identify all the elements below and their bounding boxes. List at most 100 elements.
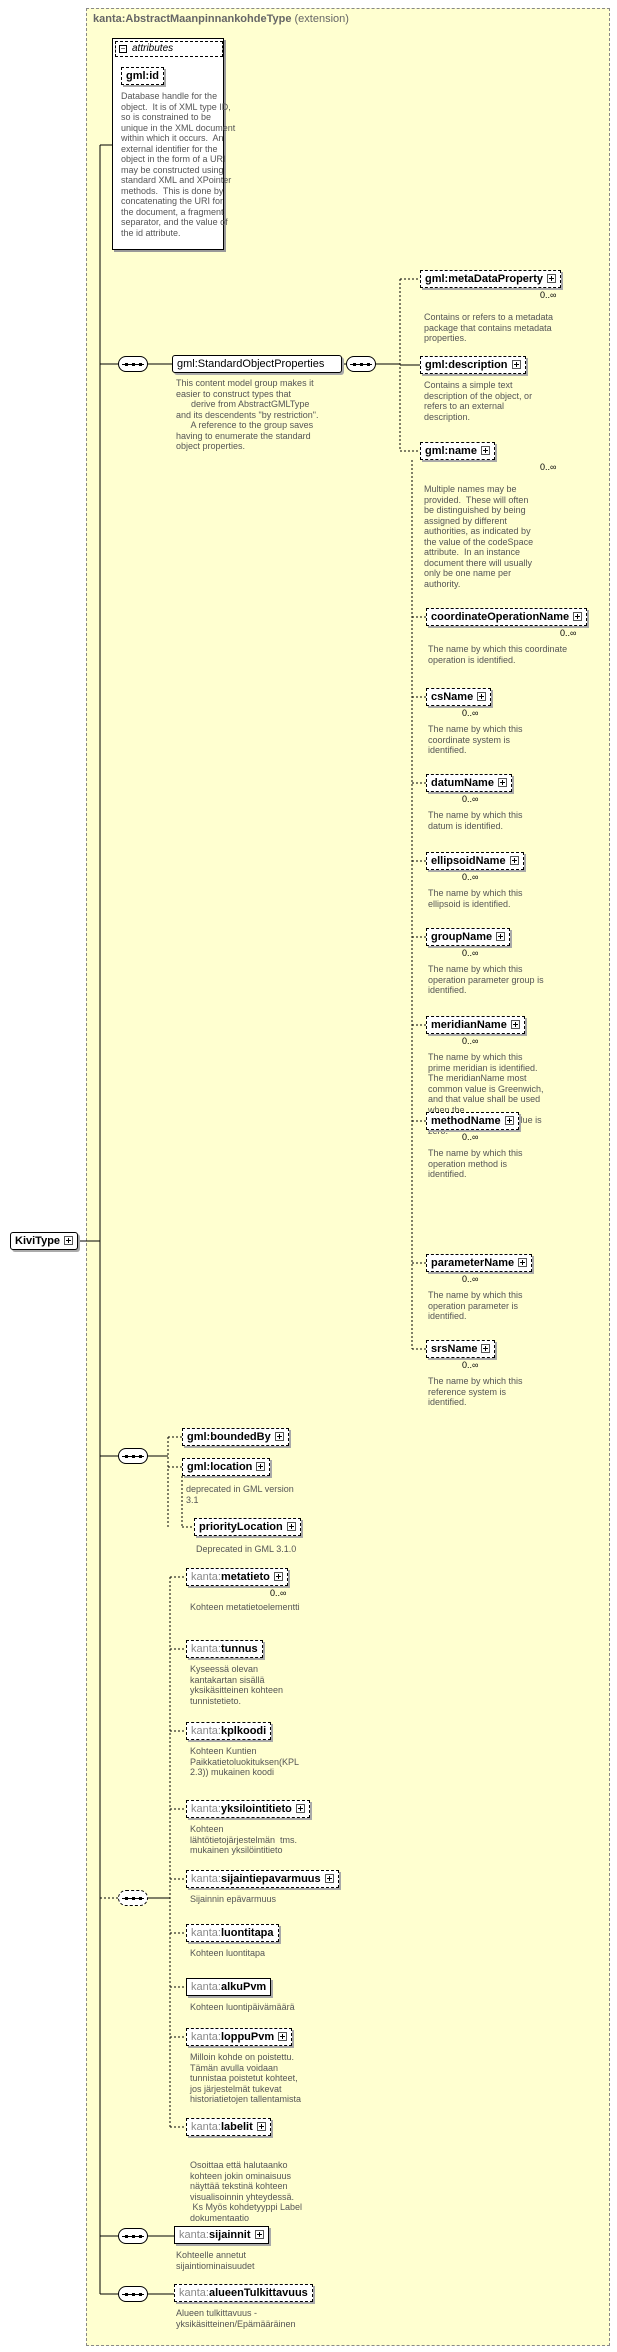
element-kanta-sijainnit[interactable]: kanta:sijainnit	[174, 2226, 269, 2244]
element-parameter-name[interactable]: parameterName	[426, 1254, 533, 1272]
collapse-icon[interactable]: −	[119, 44, 127, 53]
element-desc: Kohteen lähtötietojärjestelmän tms. muka…	[190, 1824, 298, 1855]
extension-title: kanta:AbstractMaanpinnankohdeType (exten…	[93, 13, 349, 25]
sequence-compositor-bounded[interactable]	[118, 1448, 148, 1464]
cardinality: 0..∞	[462, 872, 479, 882]
element-kanta-kplkoodi[interactable]: kanta:kplkoodi	[186, 1722, 272, 1740]
element-group-name[interactable]: groupName	[426, 928, 511, 946]
element-prioritylocation[interactable]: priorityLocation	[194, 1518, 301, 1536]
sequence-compositor-kanta[interactable]	[118, 1890, 148, 1906]
expand-icon[interactable]	[573, 612, 583, 621]
element-desc: Sijainnin epävarmuus	[190, 1894, 277, 1904]
element-desc: Contains a simple text description of th…	[424, 380, 533, 422]
expand-icon[interactable]	[278, 2032, 288, 2041]
element-desc: The name by which this operation method …	[428, 1148, 523, 1179]
element-desc: The name by which this coordinate system…	[428, 724, 523, 755]
root-label: KiviType	[15, 1235, 61, 1247]
element-kanta-alueentulkittavuus[interactable]: kanta:alueenTulkittavuus	[174, 2284, 313, 2302]
element-desc: Kohteen luontitapa	[190, 1948, 266, 1958]
attr-gml-id-desc: Database handle for the object. It is of…	[121, 91, 236, 238]
element-kanta-yksilointitieto[interactable]: kanta:yksilointitieto	[186, 1800, 310, 1818]
element-desc: Multiple names may be provided. These wi…	[424, 484, 534, 589]
element-cs-name[interactable]: csName	[426, 688, 492, 706]
element-desc: The name by which this datum is identifi…	[428, 810, 523, 831]
expand-icon[interactable]	[286, 1522, 296, 1531]
expand-icon[interactable]	[509, 856, 519, 865]
element-kanta-alkupvm[interactable]: kanta:alkuPvm	[186, 1978, 272, 1996]
cardinality: 0..∞	[540, 462, 557, 472]
cardinality: 0..∞	[462, 1132, 479, 1142]
element-desc: Kohteen Kuntien Paikkatietoluokituksen(K…	[190, 1746, 300, 1777]
extension-suffix: (extension)	[294, 13, 349, 25]
expand-icon[interactable]	[496, 932, 506, 941]
element-kanta-metatieto[interactable]: kanta:metatieto	[186, 1568, 288, 1586]
element-gml-boundedby[interactable]: gml:boundedBy	[182, 1428, 289, 1446]
expand-icon[interactable]	[497, 778, 507, 787]
extension-type-name: kanta:AbstractMaanpinnankohdeType	[93, 13, 292, 25]
element-gml-name[interactable]: gml:name	[420, 442, 495, 460]
element-kanta-luontitapa[interactable]: kanta:luontitapa	[186, 1924, 279, 1942]
element-desc: The name by which this coordinate operat…	[428, 644, 568, 665]
expand-icon[interactable]	[511, 360, 521, 369]
element-desc: The name by which this ellipsoid is iden…	[428, 888, 523, 909]
element-coordinate-operation-name[interactable]: coordinateOperationName	[426, 608, 588, 626]
expand-icon[interactable]	[477, 692, 487, 701]
collapse-icon[interactable]	[64, 1236, 74, 1245]
group-standard-desc: This content model group makes it easier…	[176, 378, 319, 451]
sequence-compositor-alueen[interactable]	[118, 2286, 148, 2302]
expand-icon[interactable]	[481, 1344, 491, 1353]
cardinality: 0..∞	[462, 1036, 479, 1046]
element-desc: Osoittaa että halutaanko kohteen jokin o…	[190, 2160, 303, 2223]
expand-icon[interactable]	[273, 1572, 283, 1581]
element-method-name[interactable]: methodName	[426, 1112, 519, 1130]
cardinality: 0..∞	[462, 948, 479, 958]
element-kanta-loppupvm[interactable]: kanta:loppuPvm	[186, 2028, 293, 2046]
attributes-title: attributes	[132, 43, 174, 54]
expand-icon[interactable]	[256, 2122, 266, 2131]
element-kanta-tunnus[interactable]: kanta:tunnus	[186, 1640, 263, 1658]
sequence-compositor-standard-inner[interactable]	[346, 356, 376, 372]
group-standard-object-properties[interactable]: gml:StandardObjectProperties	[172, 355, 343, 373]
element-ellipsoid-name[interactable]: ellipsoidName	[426, 852, 524, 870]
expand-icon[interactable]	[324, 1874, 334, 1883]
element-desc: The name by which this operation paramet…	[428, 964, 544, 995]
element-kanta-sijaintiepavarmuus[interactable]: kanta:sijaintiepavarmuus	[186, 1870, 339, 1888]
element-desc: The name by which this reference system …	[428, 1376, 523, 1407]
element-desc: Kohteen metatietoelementti	[190, 1602, 300, 1612]
cardinality: 0..∞	[462, 794, 479, 804]
expand-icon[interactable]	[518, 1258, 528, 1267]
root-node-kivitype[interactable]: KiviType	[10, 1232, 79, 1250]
expand-icon[interactable]	[480, 446, 490, 455]
expand-icon[interactable]	[254, 2230, 264, 2239]
attr-gml-id[interactable]: gml:id	[121, 67, 164, 85]
element-prioritylocation-desc: Deprecated in GML 3.1.0	[196, 1544, 297, 1554]
element-kanta-alueentulkittavuus-desc: Alueen tulkittavuus - yksikäsitteinen/Ep…	[176, 2308, 296, 2329]
cardinality: 0..∞	[540, 290, 557, 300]
element-gml-meta-data-property[interactable]: gml:metaDataProperty	[420, 270, 561, 288]
cardinality: 0..∞	[462, 1274, 479, 1284]
cardinality: 0..∞	[462, 708, 479, 718]
element-datum-name[interactable]: datumName	[426, 774, 512, 792]
element-gml-location-desc: deprecated in GML version 3.1	[186, 1484, 294, 1505]
element-desc: Milloin kohde on poistettu. Tämän avulla…	[190, 2052, 302, 2104]
expand-icon[interactable]	[256, 1462, 266, 1471]
element-gml-location[interactable]: gml:location	[182, 1458, 271, 1476]
expand-icon[interactable]	[504, 1116, 514, 1125]
element-meridian-name[interactable]: meridianName	[426, 1016, 525, 1034]
sequence-compositor-sijainnit[interactable]	[118, 2228, 148, 2244]
attributes-box: − attributes gml:id Database handle for …	[112, 38, 235, 250]
element-gml-description[interactable]: gml:description	[420, 356, 526, 374]
cardinality: 0..∞	[462, 1360, 479, 1370]
element-kanta-labelit[interactable]: kanta:labelit	[186, 2118, 271, 2136]
extension-frame: kanta:AbstractMaanpinnankohdeType (exten…	[86, 8, 610, 2346]
element-desc: Kyseessä olevan kantakartan sisällä yksi…	[190, 1664, 284, 1706]
expand-icon[interactable]	[295, 1804, 305, 1813]
attributes-header[interactable]: − attributes	[115, 41, 223, 57]
sequence-compositor-standard[interactable]	[118, 356, 148, 372]
expand-icon[interactable]	[546, 274, 556, 283]
expand-icon[interactable]	[274, 1432, 284, 1441]
element-srs-name[interactable]: srsName	[426, 1340, 496, 1358]
expand-icon[interactable]	[510, 1020, 520, 1029]
